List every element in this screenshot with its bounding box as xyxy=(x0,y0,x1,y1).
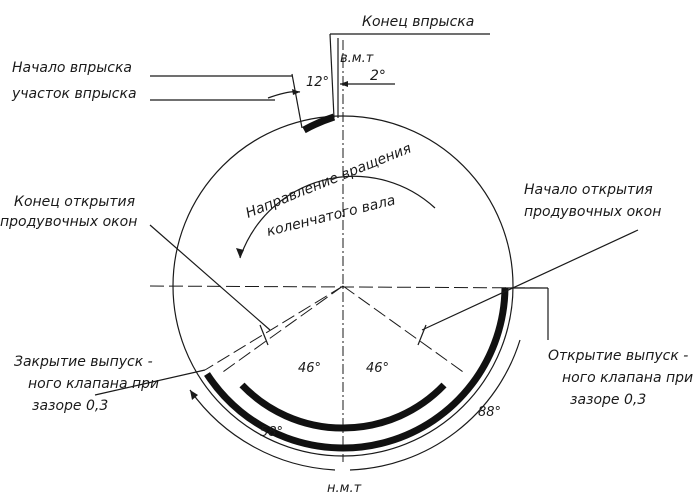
label-injection-end: Конец впрыска xyxy=(362,14,474,30)
exhaust-close-leader xyxy=(94,369,206,396)
label-exhaust-open-3: зазоре 0,3 xyxy=(570,392,646,408)
label-injection-start: Начало впрыска xyxy=(12,60,132,76)
label-tdc: в.м.т xyxy=(340,51,374,66)
label-exhaust-open-2: ного клапана при xyxy=(562,370,693,386)
angle-exhaust-close: 58° xyxy=(260,425,283,440)
label-exhaust-close-1: Закрытие выпуск - xyxy=(14,354,153,370)
arrow-head-icon xyxy=(292,89,300,95)
angle-injection-end: 2° xyxy=(370,68,386,84)
label-scavenge-open-1: Начало открытия xyxy=(524,182,653,198)
arrow-head-icon xyxy=(340,81,348,87)
label-bdc: н.м.т xyxy=(327,481,362,496)
scavenge-left-leader-tick xyxy=(259,324,269,346)
label-scavenge-open-2: продувочных окон xyxy=(524,204,661,220)
exhaust-close-dimension xyxy=(189,389,336,471)
label-exhaust-close-3: зазоре 0,3 xyxy=(32,398,108,414)
injection-start-line xyxy=(291,73,303,129)
exhaust-open-dimension xyxy=(349,339,521,471)
horizontal-centre-line xyxy=(149,285,549,289)
exhaust-arc xyxy=(204,287,509,452)
label-exhaust-open-1: Открытие выпуск - xyxy=(548,348,688,364)
angle-exhaust-open: 88° xyxy=(478,405,501,420)
angle-injection-advance: 12° xyxy=(306,75,329,90)
scavenge-left-radial xyxy=(219,285,344,375)
injection-end-line xyxy=(329,33,335,119)
scavenge-right-radial xyxy=(342,285,467,375)
exhaust-close-radial xyxy=(204,285,344,371)
arrow-head-icon xyxy=(190,390,198,400)
injection-segment xyxy=(302,113,336,134)
label-injection-section: участок впрыска xyxy=(11,86,137,102)
scavenge-arc xyxy=(239,382,447,432)
arrow-head-icon xyxy=(236,248,244,258)
label-scavenge-close-1: Конец открытия xyxy=(14,194,135,210)
rotation-arrow xyxy=(239,175,436,259)
angle-scavenge-left: 46° xyxy=(298,361,321,376)
scavenge-open-leader xyxy=(421,229,639,331)
label-scavenge-close-2: продувочных окон xyxy=(0,214,137,230)
label-exhaust-close-2: ного клапана при xyxy=(28,376,159,392)
angle-scavenge-right: 46° xyxy=(366,361,389,376)
scavenge-close-leader xyxy=(149,224,271,331)
